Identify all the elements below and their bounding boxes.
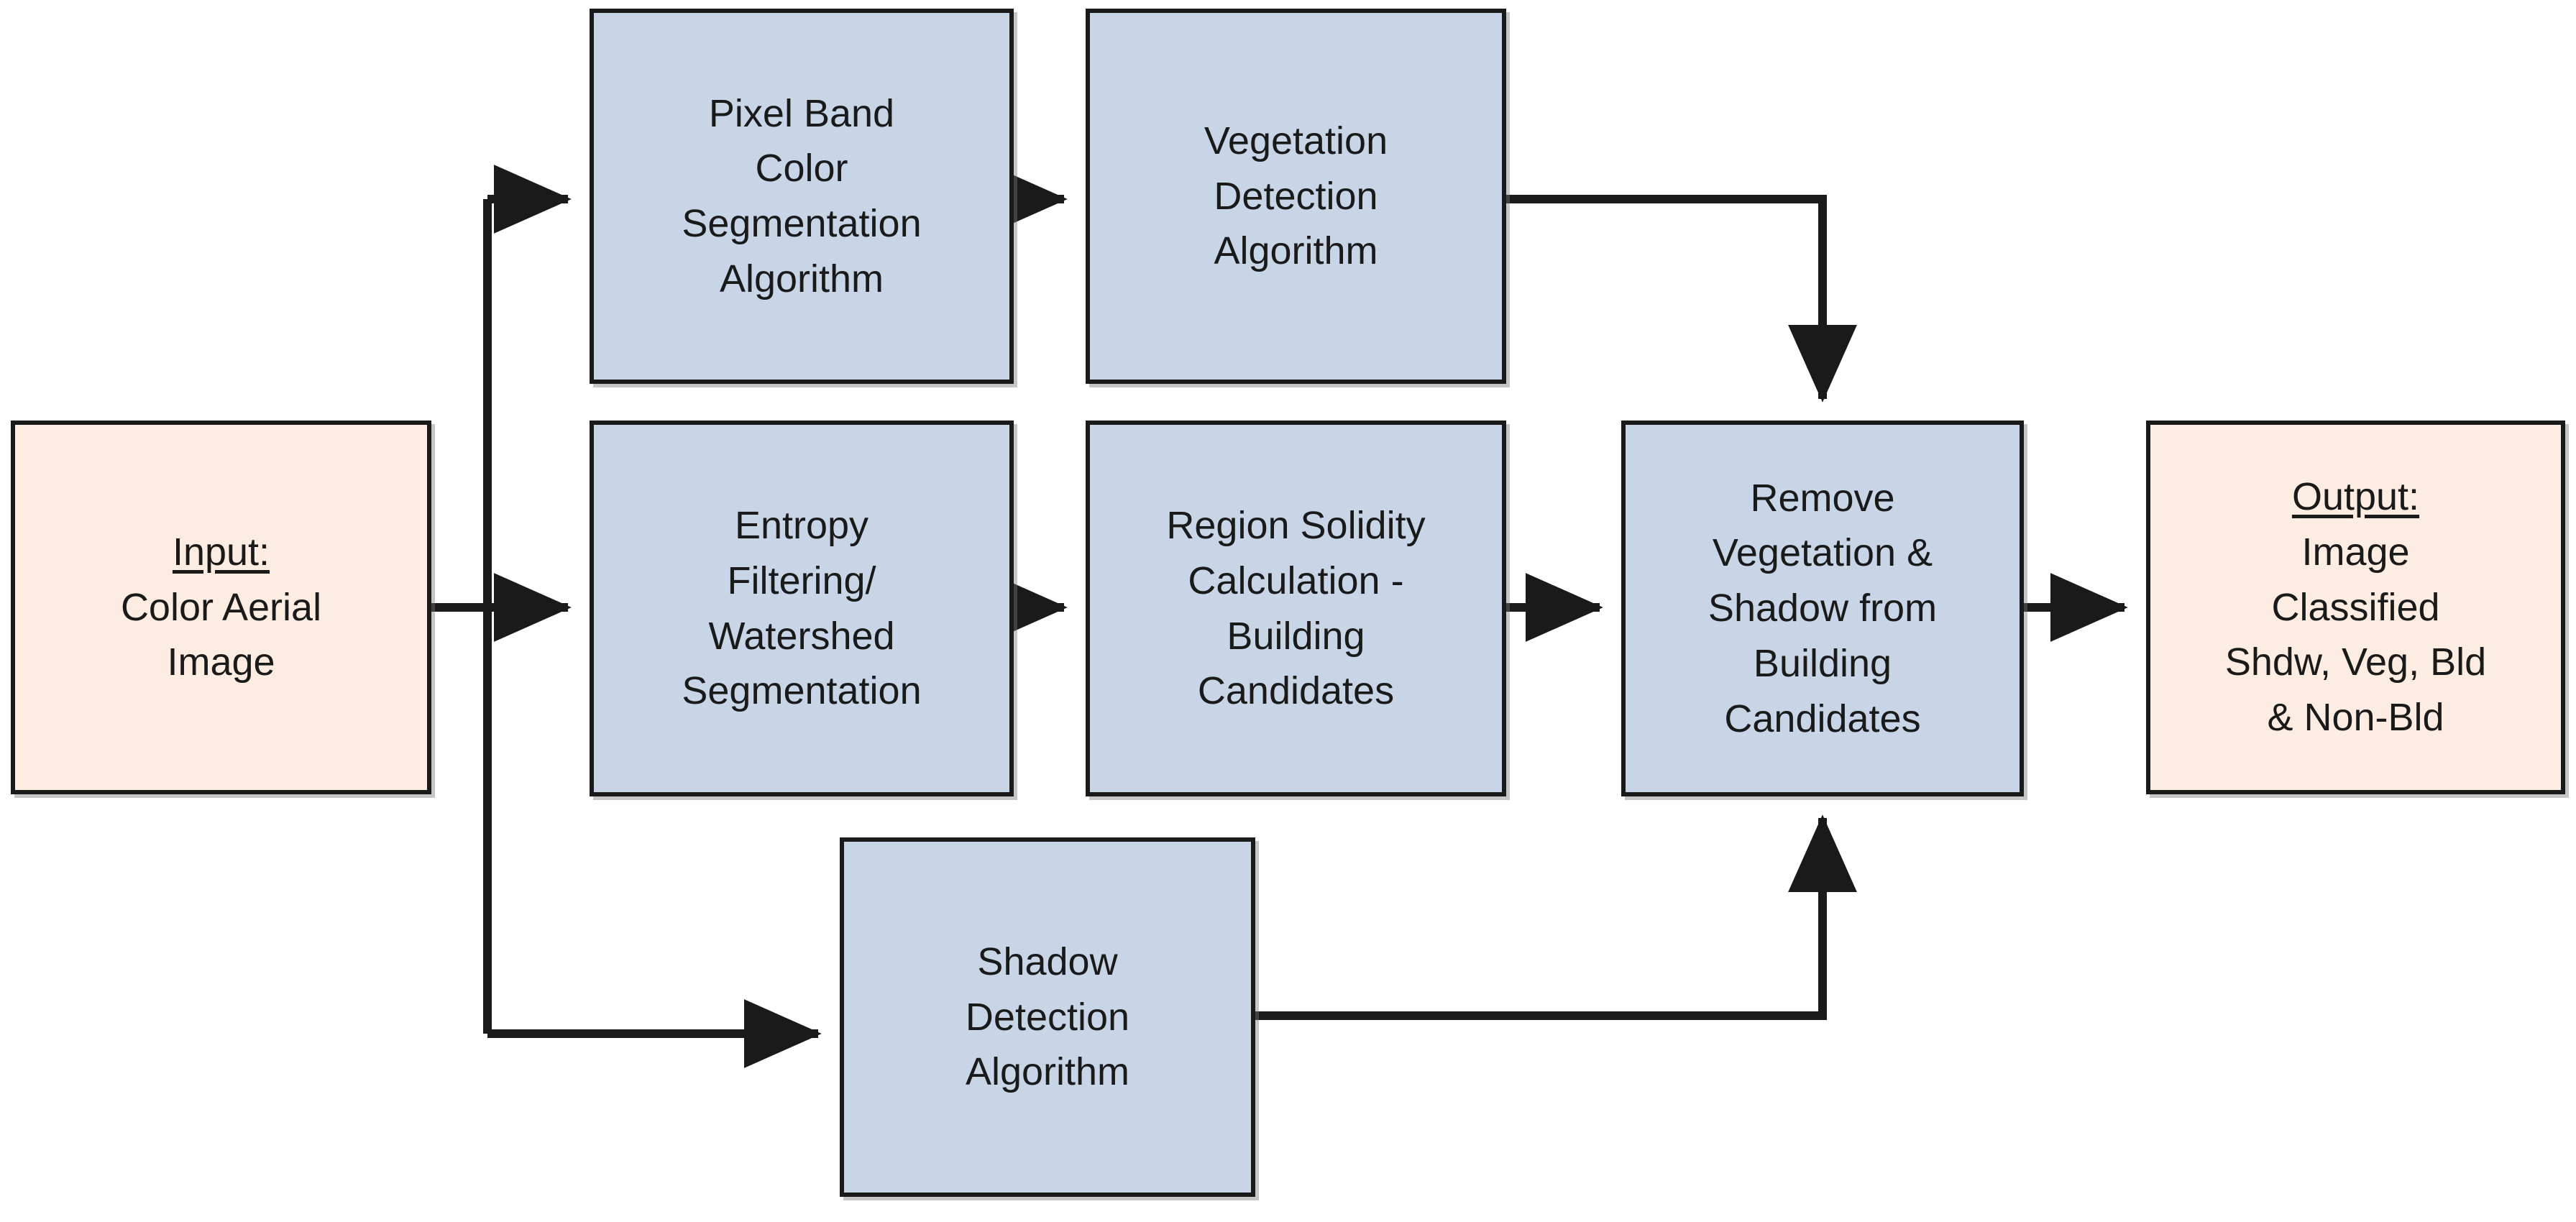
node-vegetation-detection-line-2: Algorithm: [1214, 229, 1378, 273]
connector-shadow-detection-to-remove: [1255, 814, 1857, 1020]
node-pixel-band-line-3: Algorithm: [719, 257, 884, 300]
node-pixel-band-color-segmentation: Pixel Band Color Segmentation Algorithm: [590, 9, 1014, 384]
node-region-solidity-line-3: Candidates: [1197, 669, 1395, 713]
node-output-line-3: Shdw, Veg, Bld: [2224, 640, 2487, 684]
node-entropy-line-0: Entropy: [734, 504, 869, 548]
connector-vegetation-to-remove: [1506, 195, 1857, 403]
node-input-line-0: Input:: [172, 530, 270, 574]
node-vegetation-detection: Vegetation Detection Algorithm: [1086, 9, 1506, 384]
node-entropy-line-3: Segmentation: [682, 669, 922, 713]
node-entropy-line-2: Watershed: [708, 614, 895, 658]
node-region-solidity-line-0: Region Solidity: [1166, 504, 1426, 548]
node-region-solidity-label: Region Solidity Calculation - Building C…: [1090, 498, 1502, 719]
node-output-label: Output: Image Classified Shdw, Veg, Bld …: [2150, 469, 2561, 745]
node-region-solidity-line-1: Calculation -: [1188, 559, 1404, 602]
connector-input-to-branch: [431, 199, 492, 1034]
node-output-line-2: Classified: [2271, 585, 2440, 629]
node-entropy-line-1: Filtering/: [727, 559, 876, 602]
node-remove-line-3: Building: [1753, 641, 1892, 685]
node-shadow-detection-line-1: Detection: [965, 995, 1130, 1039]
node-vegetation-detection-label: Vegetation Detection Algorithm: [1090, 114, 1502, 279]
node-pixel-band-line-1: Color: [755, 147, 848, 190]
node-output-line-1: Image: [2301, 530, 2410, 574]
node-input-line-1: Color Aerial: [120, 585, 322, 629]
node-input-label: Input: Color Aerial Image: [15, 525, 427, 690]
node-pixel-band-line-2: Segmentation: [682, 202, 922, 245]
node-remove-vegetation-label: Remove Vegetation & Shadow from Building…: [1626, 471, 2020, 746]
node-remove-vegetation-shadow: Remove Vegetation & Shadow from Building…: [1621, 421, 2024, 796]
node-region-solidity-calculation: Region Solidity Calculation - Building C…: [1086, 421, 1506, 796]
node-region-solidity-line-2: Building: [1227, 614, 1365, 658]
node-remove-line-4: Candidates: [1724, 697, 1921, 740]
node-pixel-band-line-0: Pixel Band: [708, 91, 895, 135]
node-vegetation-detection-line-0: Vegetation: [1204, 119, 1388, 162]
node-remove-line-0: Remove: [1750, 476, 1895, 520]
node-entropy-filtering-watershed: Entropy Filtering/ Watershed Segmentatio…: [590, 421, 1014, 796]
node-remove-line-2: Shadow from: [1708, 587, 1938, 630]
node-output-line-0: Output:: [2291, 475, 2420, 519]
node-remove-line-1: Vegetation &: [1712, 531, 1933, 575]
node-entropy-filtering-label: Entropy Filtering/ Watershed Segmentatio…: [594, 498, 1009, 719]
node-output: Output: Image Classified Shdw, Veg, Bld …: [2146, 421, 2565, 794]
node-shadow-detection-line-0: Shadow: [977, 940, 1118, 983]
node-input: Input: Color Aerial Image: [11, 421, 431, 794]
node-shadow-detection-label: Shadow Detection Algorithm: [844, 934, 1251, 1100]
node-output-line-4: & Non-Bld: [2267, 696, 2444, 739]
node-shadow-detection: Shadow Detection Algorithm: [840, 837, 1255, 1197]
node-shadow-detection-line-2: Algorithm: [965, 1050, 1130, 1094]
node-vegetation-detection-line-1: Detection: [1214, 174, 1378, 218]
node-input-line-2: Image: [167, 640, 275, 684]
node-pixel-band-label: Pixel Band Color Segmentation Algorithm: [594, 86, 1009, 307]
